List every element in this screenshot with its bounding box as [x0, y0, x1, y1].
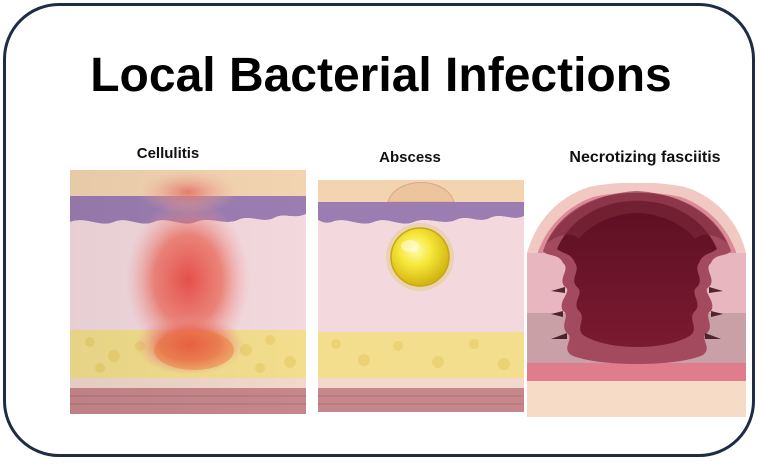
cellulitis-label: Cellulitis [108, 145, 228, 162]
page-title: Local Bacterial Infections [0, 48, 762, 103]
cellulitis-illustration [70, 170, 306, 414]
abscess-label: Abscess [360, 149, 460, 166]
abscess-illustration [318, 172, 524, 412]
necrotizing-fasciitis-label: Necrotizing fasciitis [530, 149, 760, 167]
necrotizing-fasciitis-illustration [527, 183, 746, 417]
